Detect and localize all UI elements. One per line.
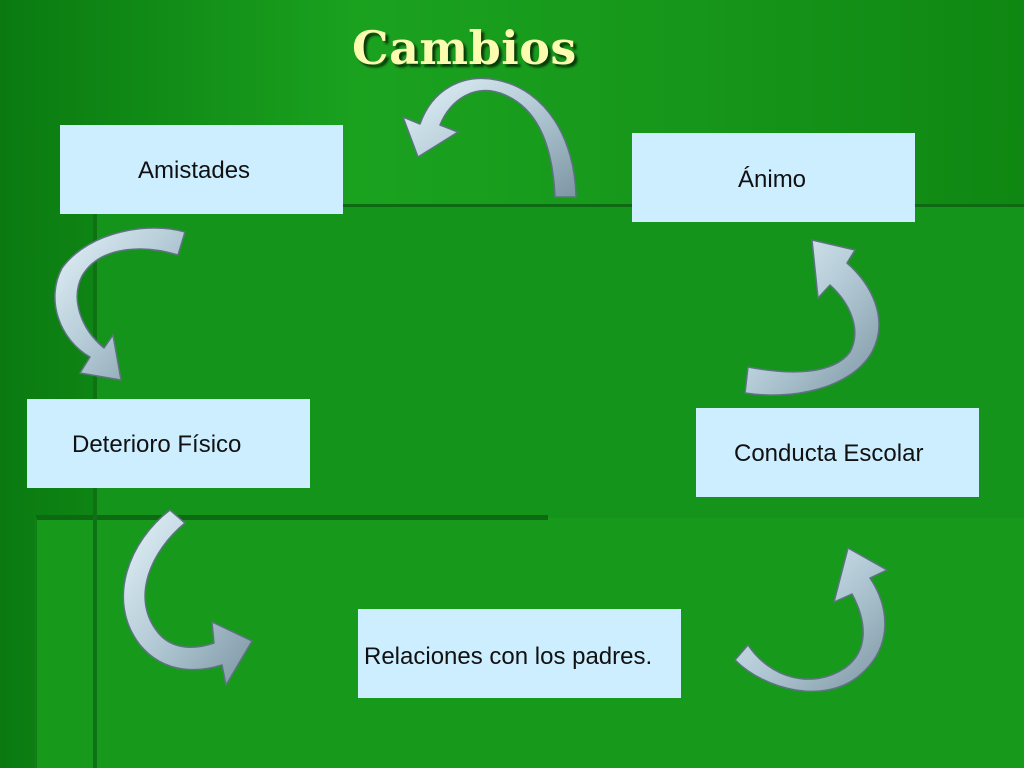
node-label: Conducta Escolar xyxy=(734,440,924,467)
slide-title: Cambios xyxy=(352,21,577,75)
node-amistades: Amistades xyxy=(60,125,343,214)
arrow-animo-to-amistades xyxy=(402,77,577,198)
node-conducta-escolar: Conducta Escolar xyxy=(696,408,979,497)
node-label: Relaciones con los padres. xyxy=(364,643,653,670)
node-animo: Ánimo xyxy=(632,133,915,222)
arrow-conducta-to-animo xyxy=(744,239,880,396)
node-label: Amistades xyxy=(138,157,251,184)
arrow-relaciones-to-conducta xyxy=(734,547,888,693)
node-relaciones-padres: Relaciones con los padres. xyxy=(358,609,681,698)
arrow-deterioro-to-relaciones xyxy=(122,509,253,686)
node-label: Ánimo xyxy=(738,166,807,193)
arrow-amistades-to-deterioro xyxy=(54,227,186,381)
node-deterioro-fisico: Deterioro Físico xyxy=(27,399,310,488)
node-label: Deterioro Físico xyxy=(72,431,242,458)
